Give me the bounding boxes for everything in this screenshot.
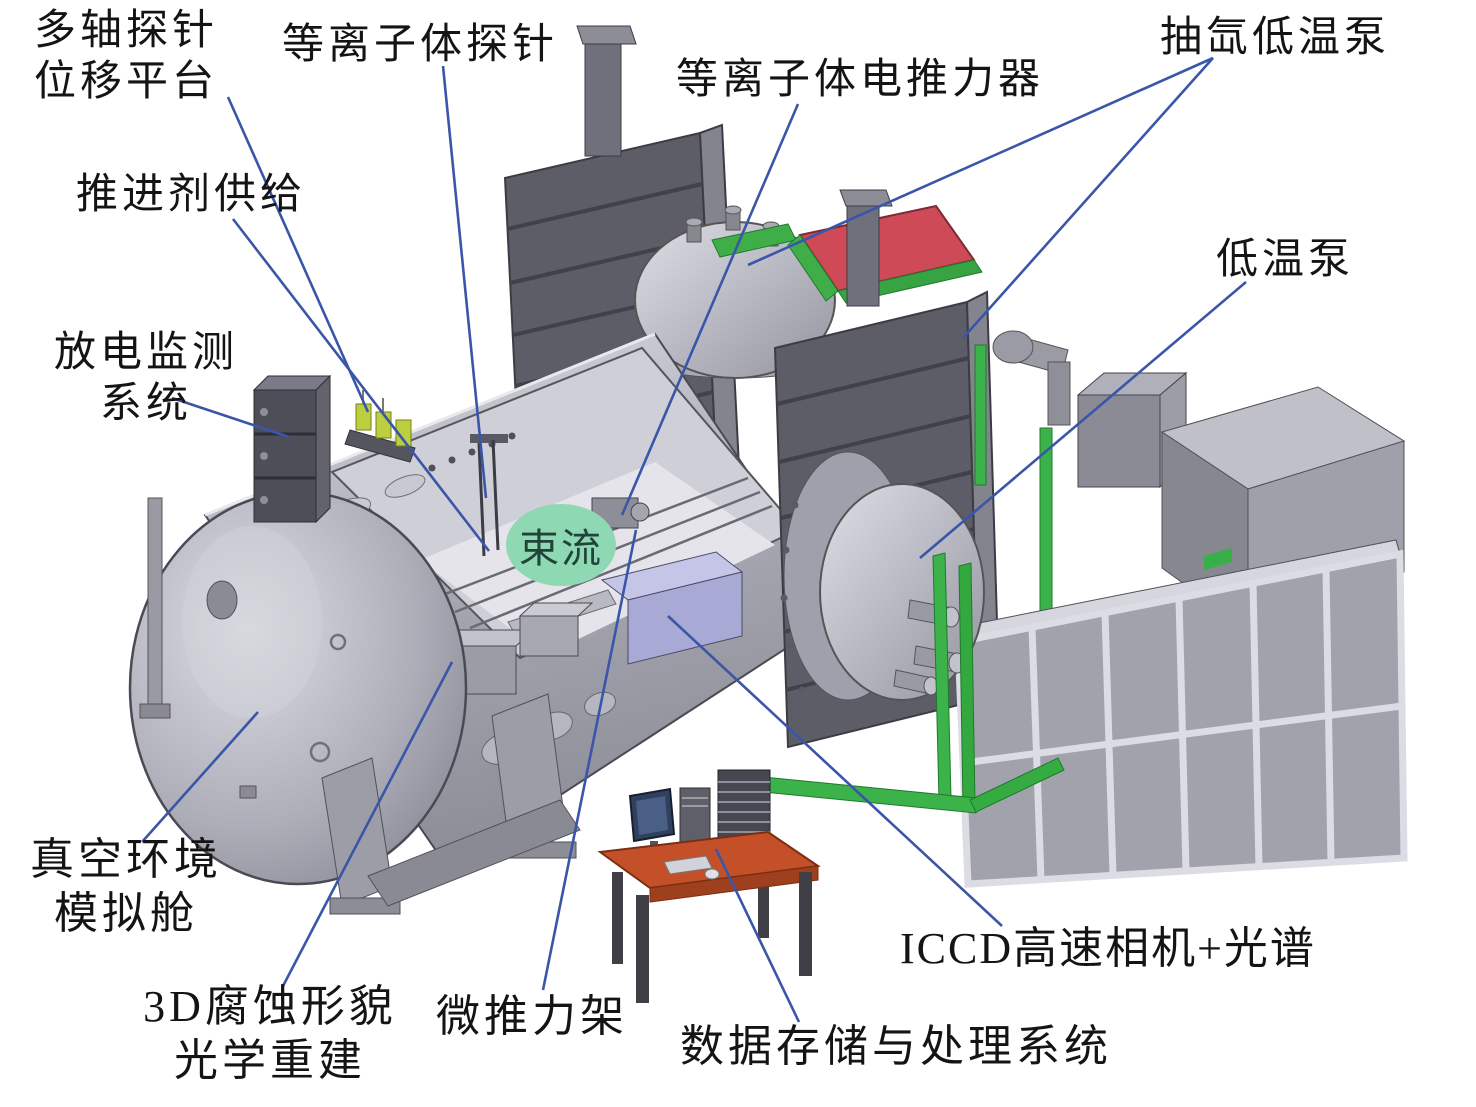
probe-mount (470, 434, 508, 443)
discharge-monitor-rack (252, 374, 332, 524)
keyboard (663, 855, 713, 875)
iccd-camera-box (600, 551, 744, 665)
leader-cryopump (919, 281, 1247, 559)
small-cabinet (1077, 394, 1161, 488)
instrument-stack (717, 769, 771, 843)
tower-left-post (584, 35, 622, 157)
workstation-table (597, 769, 821, 1003)
leader-propellant (231, 218, 491, 552)
label-xenon-cryopump: 抽氙低温泵 (1160, 15, 1391, 61)
label-line-2: 模拟舱 (54, 888, 198, 938)
label-line-1: 放电监测 (53, 330, 238, 376)
beam-flow-label: 束流 (519, 526, 603, 571)
green-pipe (974, 344, 987, 486)
table-leg (758, 852, 769, 938)
label-cryopump: 低温泵 (1216, 237, 1355, 283)
dome-port (206, 580, 238, 620)
label-line-2: 系统 (99, 381, 192, 428)
leader-vacuum-chamber (141, 711, 259, 843)
label-line-1: 多轴探针 (33, 8, 218, 54)
label-plasma-thruster: 等离子体电推力器 (676, 57, 1045, 103)
label-discharge-monitoring: 放电监测 系统 (30, 328, 262, 430)
label-line-2: 位移平台 (33, 59, 218, 106)
table-leg (636, 895, 649, 1003)
top-port (384, 474, 426, 498)
leader-multi-axis (226, 96, 370, 413)
probe-platform-parts (344, 390, 416, 463)
leader-xenon-b (747, 56, 1214, 267)
dome-stand (147, 497, 163, 709)
label-iccd-camera-spectrum: ICCD高速相机+光谱 (900, 924, 1316, 973)
flange-bolts (780, 501, 806, 694)
leader-plasma-probe (441, 65, 488, 499)
plasma-probe-rod (477, 442, 486, 557)
label-vacuum-chamber: 真空环境 模拟舱 (10, 833, 242, 940)
label-plasma-probe: 等离子体探针 (282, 22, 559, 68)
label-multi-axis-probe-platform: 多轴探针 位移平台 (14, 6, 238, 108)
label-data-storage-system: 数据存储与处理系统 (680, 1022, 1112, 1071)
interior-equipment (430, 434, 744, 695)
thruster-assembly (591, 497, 650, 529)
leader-lines (141, 56, 1247, 1023)
label-micro-thrust-stand: 微推力架 (436, 992, 628, 1041)
cabinet-rack (953, 539, 1408, 888)
chamber-end-dome (128, 490, 468, 886)
leader-xenon-a (962, 57, 1214, 339)
leader-discharge (171, 396, 290, 439)
label-line-2: 光学重建 (174, 1035, 366, 1085)
label-propellant-supply: 推进剂供给 (76, 172, 307, 218)
interior-box-2 (518, 602, 594, 657)
table-leg (799, 872, 812, 976)
leader-thruster (620, 103, 800, 516)
beam-flow-badge: 束流 (506, 504, 616, 586)
top-cryopump-dome (628, 205, 842, 379)
tower-right-post (846, 197, 880, 307)
label-line-1: 3D腐蚀形貌 (143, 982, 397, 1031)
leader-iccd (667, 615, 1003, 927)
upper-right-piping (992, 330, 1188, 489)
green-frame (752, 552, 1065, 814)
table-leg (612, 872, 623, 964)
chamber-supports (321, 693, 581, 915)
leader-data-storage (714, 848, 801, 1023)
cabinet-display (1204, 548, 1232, 570)
plasma-probe-rod (491, 439, 500, 551)
leader-micro-thrust (541, 529, 638, 991)
leader-reconstruction (281, 661, 454, 987)
mouse (704, 868, 720, 880)
label-3d-reconstruction: 3D腐蚀形貌 光学重建 (118, 980, 422, 1087)
label-line-1: 真空环境 (30, 835, 222, 884)
